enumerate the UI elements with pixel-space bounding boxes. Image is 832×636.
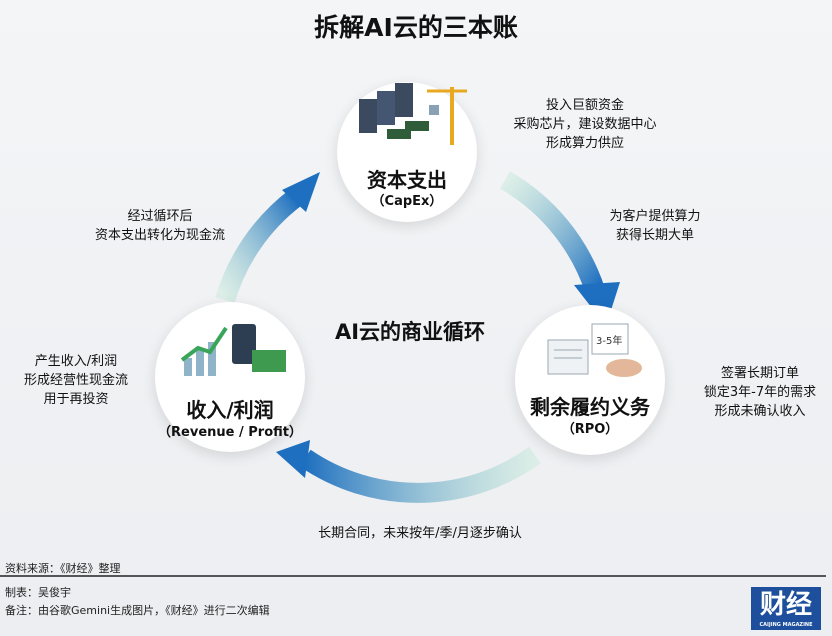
revenue-subtitle: （Revenue / Profit）	[158, 425, 302, 440]
node-rpo: 3-5年 剩余履约义务 （RPO）	[515, 305, 665, 455]
note-rpo: 签署长期订单锁定3年-7年的需求形成未确认收入	[685, 364, 832, 421]
revenue-title: 收入/利润	[186, 398, 274, 422]
rpo-title: 剩余履约义务	[530, 395, 650, 419]
logo-text: 财经	[759, 590, 812, 620]
note-line: 签署长期订单	[720, 366, 799, 381]
footer-divider	[0, 575, 826, 577]
footer-source: 资料来源：《财经》整理	[5, 562, 121, 575]
node-capex: 资本支出 （CapEx）	[337, 82, 477, 222]
contract-handshake-icon: 3-5年	[547, 323, 642, 377]
note-line: 采购芯片，建设数据中心	[513, 117, 657, 132]
caijing-logo: 财经 CAIJING MAGAZINE	[751, 587, 821, 630]
note-line: 投入巨额资金	[545, 98, 624, 113]
note-line: 获得长期大单	[615, 228, 694, 243]
chart-calculator-cash-icon	[180, 324, 286, 376]
capex-subtitle: （CapEx）	[371, 194, 443, 209]
note-line: 资本支出转化为现金流	[94, 228, 225, 243]
note-line: 经过循环后	[127, 209, 193, 224]
page-title: 拆解AI云的三本账	[314, 13, 518, 42]
note-line: 产生收入/利润	[34, 354, 118, 369]
note-revenue: 产生收入/利润形成经营性现金流用于再投资	[6, 352, 146, 409]
capex-title: 资本支出	[367, 168, 447, 192]
svg-text:3-5年: 3-5年	[596, 334, 622, 347]
center-label: AI云的商业循环	[334, 320, 486, 344]
note-line: 形成经营性现金流	[23, 373, 128, 388]
arrow-capex-to-rpo	[499, 171, 620, 326]
note-line: 形成算力供应	[545, 136, 624, 151]
note-capex-to-rpo: 为客户提供算力获得长期大单	[585, 207, 725, 245]
server-gpu-crane-icon	[359, 83, 467, 145]
rpo-subtitle: （RPO）	[561, 422, 619, 437]
node-revenue: 收入/利润 （Revenue / Profit）	[155, 302, 305, 452]
footer-remark: 备注：由谷歌Gemini生成图片，《财经》进行二次编辑	[5, 604, 270, 617]
note-revenue-to-capex: 经过循环后资本支出转化为现金流	[75, 207, 245, 245]
note-rpo-to-revenue: 长期合同，未来按年/季/月逐步确认	[290, 524, 550, 543]
arrow-rpo-to-revenue	[276, 440, 541, 503]
arrow-revenue-to-capex	[215, 172, 320, 303]
footer-author: 制表：吴俊宇	[5, 586, 71, 599]
note-line: 长期合同，未来按年/季/月逐步确认	[318, 526, 522, 541]
note-line: 锁定3年-7年的需求	[703, 385, 817, 400]
note-line: 用于再投资	[43, 392, 109, 407]
logo-subtext: CAIJING MAGAZINE	[759, 622, 813, 628]
note-line: 形成未确认收入	[714, 404, 806, 419]
note-line: 为客户提供算力	[609, 209, 701, 224]
note-capex: 投入巨额资金采购芯片，建设数据中心形成算力供应	[490, 96, 680, 153]
